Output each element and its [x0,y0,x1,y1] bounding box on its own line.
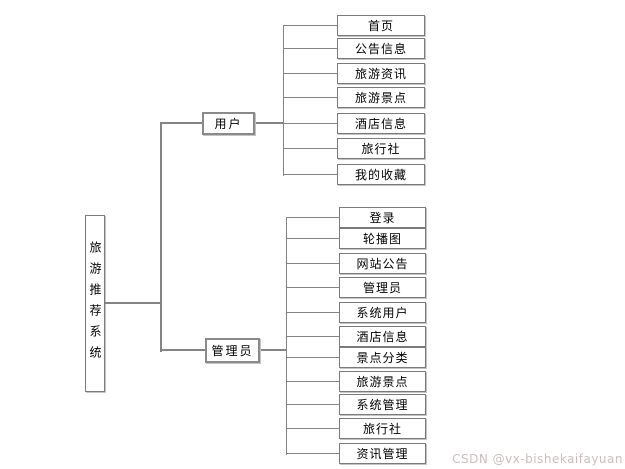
main-connector-line [160,122,203,124]
leaf-connector-line [286,217,339,218]
leaf-connector-line [283,174,337,175]
leaf-node-admin-6: 景点分类 [339,347,426,368]
leaf-node-admin-4: 系统用户 [339,302,426,323]
branch-node-user: 用户 [202,112,255,135]
leaf-connector-line [283,148,337,149]
leaf-node-admin-0: 登录 [339,207,426,228]
leaf-connector-line [286,357,339,358]
leaf-node-admin-8: 系统管理 [339,394,426,415]
leaf-node-admin-3: 管理员 [339,277,426,298]
leaf-connector-line [286,287,339,288]
leaf-node-admin-1: 轮播图 [339,228,426,249]
leaf-connector-line [286,238,339,239]
leaf-connector-line [283,73,337,74]
leaf-connector-line [286,336,339,337]
branch-trunk-line [283,25,284,176]
root-node-tourism-recommend-system: 旅游推荐系统 [85,215,105,392]
leaf-node-user-4: 酒店信息 [337,113,425,134]
main-connector-line [160,122,162,352]
leaf-node-admin-7: 旅游景点 [339,371,426,392]
leaf-node-user-6: 我的收藏 [337,164,425,185]
main-connector-line [160,349,206,351]
leaf-node-admin-5: 酒店信息 [339,326,426,347]
leaf-connector-line [283,123,337,124]
leaf-connector-line [286,312,339,313]
branch-node-admin: 管理员 [205,338,260,363]
leaf-connector-line [286,428,339,429]
leaf-node-user-1: 公告信息 [337,38,425,59]
leaf-node-user-5: 旅行社 [337,138,425,159]
leaf-node-user-2: 旅游资讯 [337,63,425,84]
leaf-connector-line [283,48,337,49]
leaf-connector-line [286,381,339,382]
leaf-node-admin-9: 旅行社 [339,418,426,439]
leaf-connector-line [286,453,339,454]
branch-connector-line [254,122,284,124]
leaf-node-admin-2: 网站公告 [339,253,426,274]
leaf-node-admin-10: 资讯管理 [339,443,426,464]
leaf-connector-line [286,404,339,405]
leaf-connector-line [283,25,337,26]
leaf-connector-line [286,263,339,264]
csdn-watermark: CSDN @vx-bishekaifayuan [452,452,623,466]
main-connector-line [105,302,161,304]
leaf-node-user-3: 旅游景点 [337,87,425,108]
leaf-connector-line [283,97,337,98]
branch-connector-line [260,349,287,351]
leaf-node-user-0: 首页 [337,15,425,36]
